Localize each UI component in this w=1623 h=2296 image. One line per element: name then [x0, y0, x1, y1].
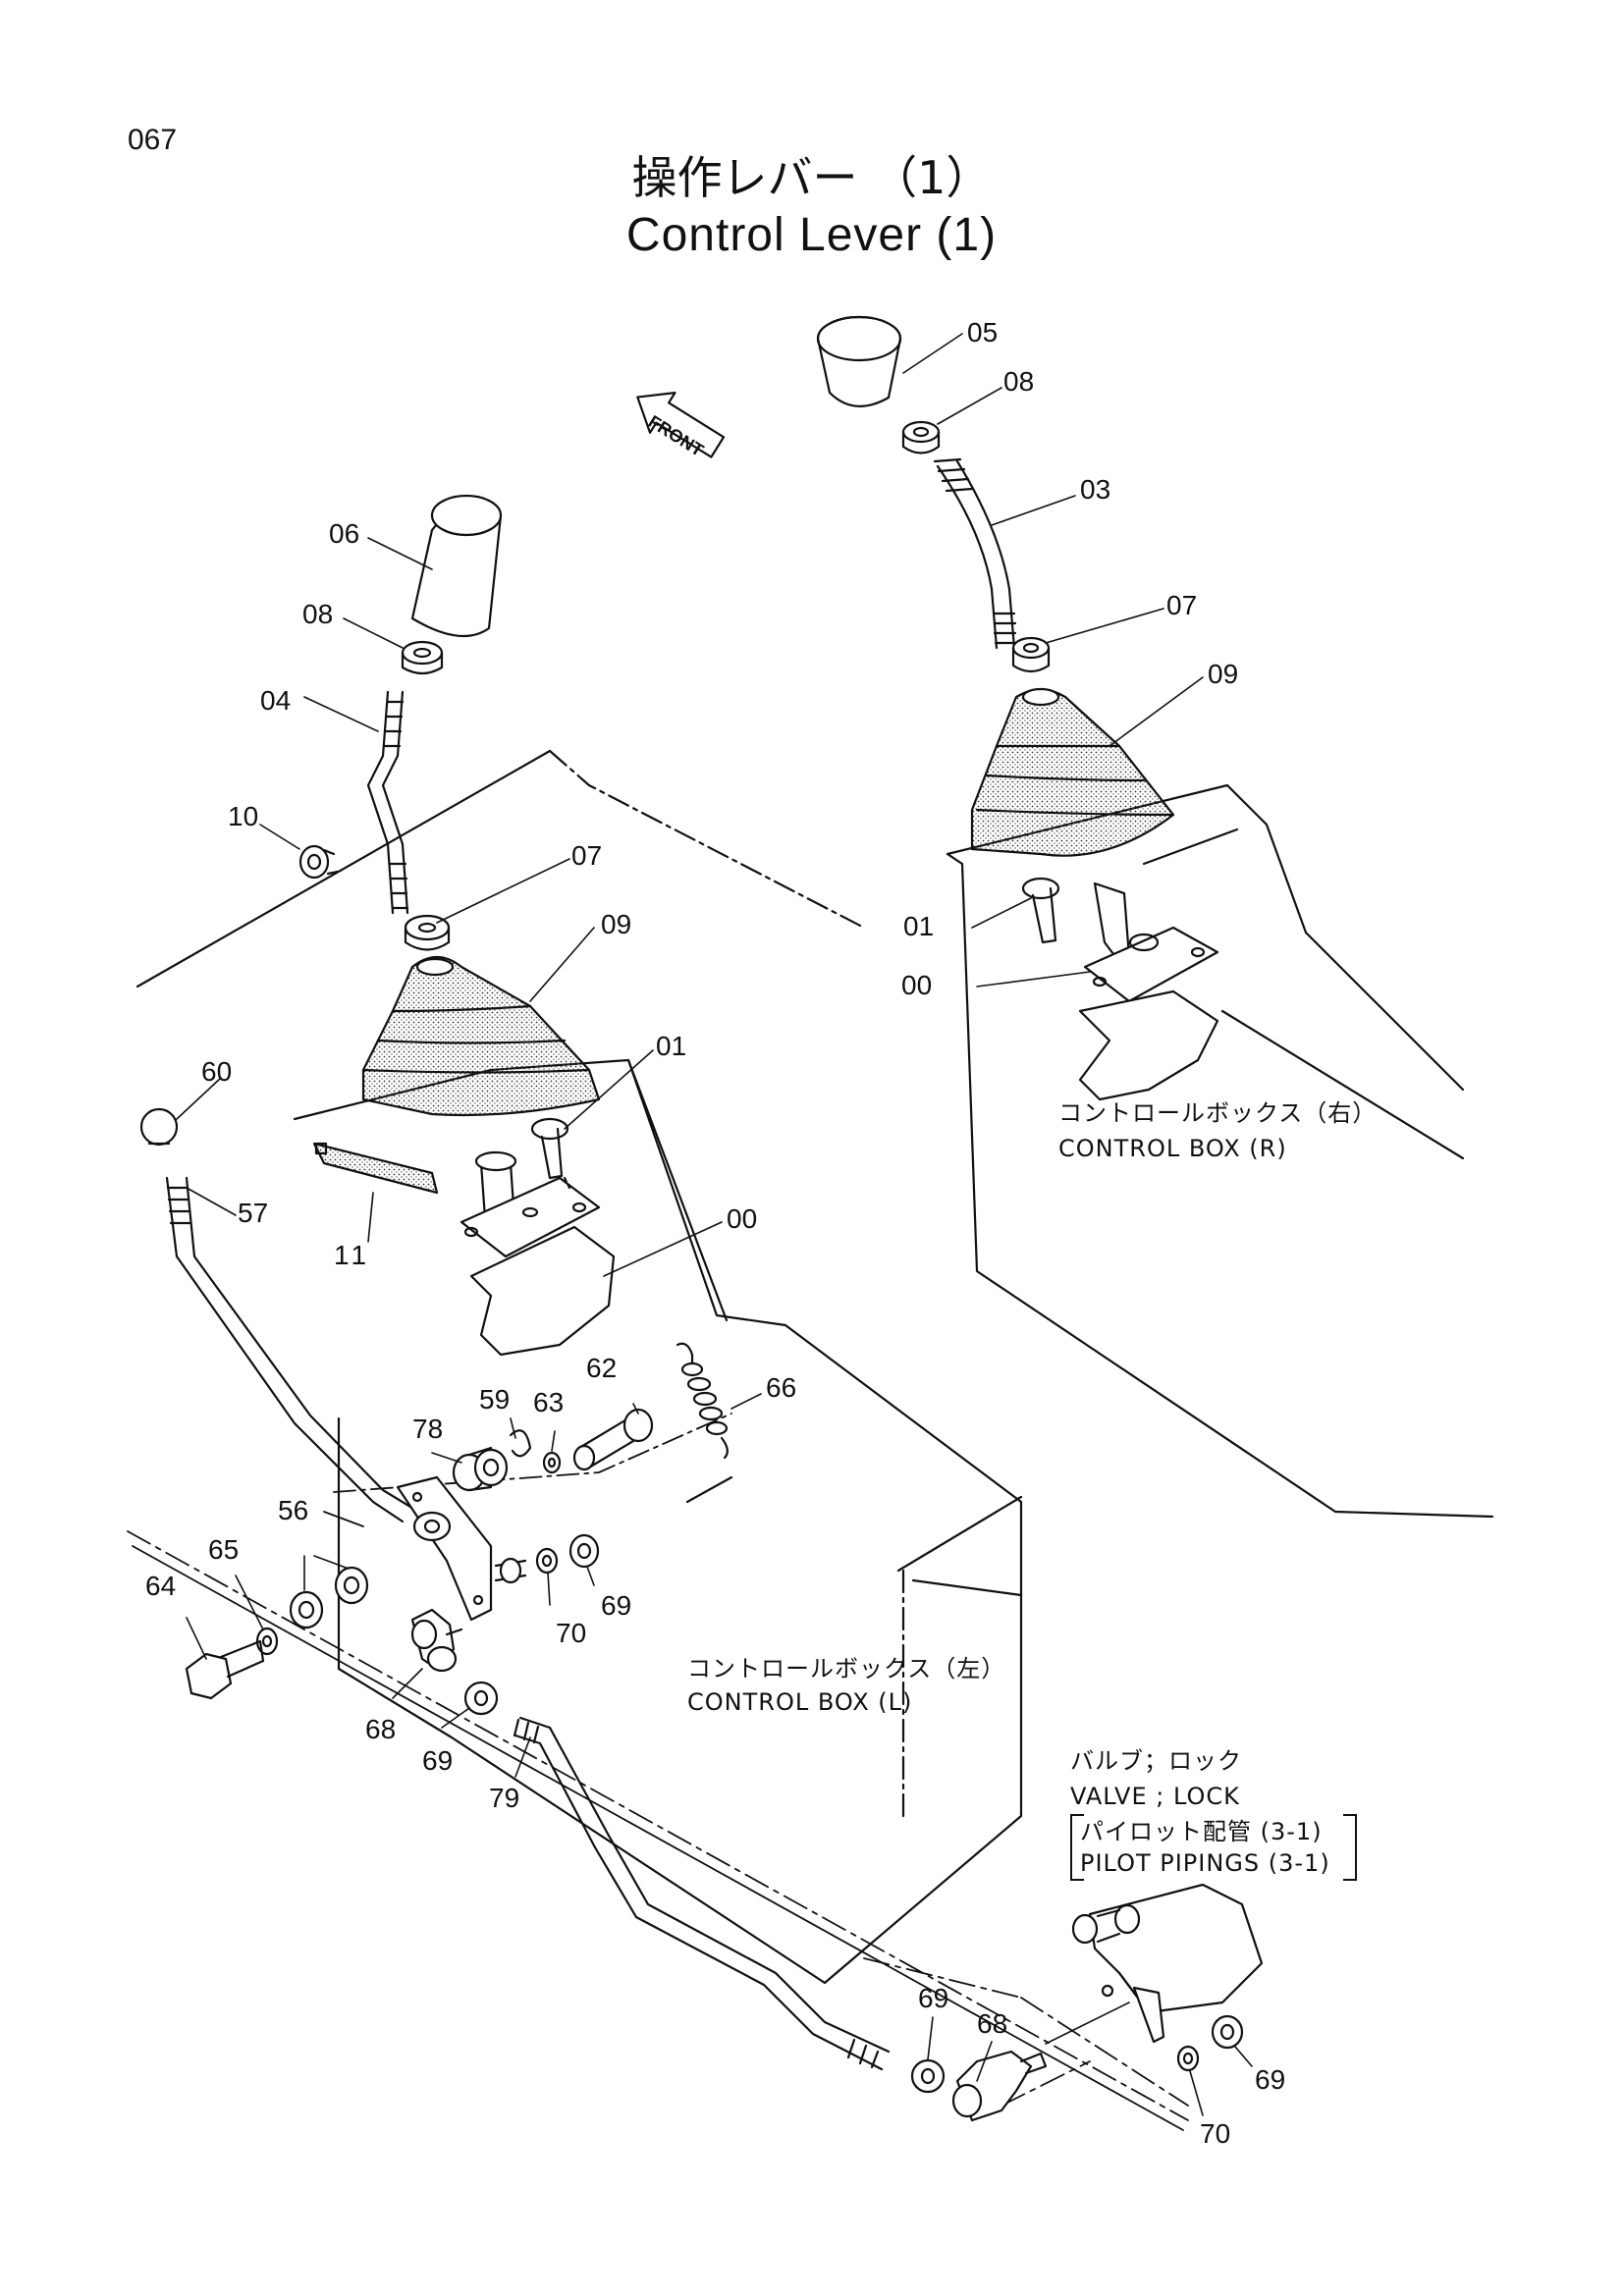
callout-69: 69 — [918, 1983, 949, 2013]
leader-lines — [176, 333, 1253, 2116]
control-box-left-label-ja: コントロールボックス（左） — [687, 1655, 1006, 1682]
lever-03 — [933, 457, 1017, 650]
callout-01: 01 — [656, 1031, 687, 1061]
pin-62 — [572, 1408, 654, 1471]
washer-70-left — [535, 1547, 559, 1575]
callout-65: 65 — [208, 1534, 240, 1565]
valve-lock-label-ja: バルブ；ロック — [1070, 1747, 1242, 1775]
callout-69: 69 — [1255, 2064, 1286, 2095]
washer-63 — [542, 1451, 562, 1474]
callout-63: 63 — [533, 1387, 565, 1417]
callout-11: 11 — [334, 1240, 371, 1270]
spacer-56 — [289, 1566, 369, 1629]
callout-69: 69 — [601, 1590, 632, 1621]
lock-lever-57 — [165, 1176, 412, 1523]
callout-59: 59 — [479, 1384, 511, 1415]
nut-08-left — [401, 640, 444, 675]
bolt-64 — [185, 1639, 265, 1700]
bolt-rod-linkage — [494, 1557, 527, 1584]
callout-68: 68 — [365, 1714, 397, 1744]
valve-lock-label-en: VALVE ; LOCK — [1070, 1783, 1240, 1810]
control-box-right-label-ja: コントロールボックス（右） — [1058, 1099, 1378, 1127]
control-box-left-label-en: CONTROL BOX (L) — [687, 1688, 913, 1716]
pipe-79 — [513, 1716, 891, 2071]
callout-08: 08 — [302, 599, 334, 629]
callout-09: 09 — [1208, 659, 1239, 689]
callout-60: 60 — [201, 1056, 233, 1087]
nut-69-pipe — [910, 2058, 946, 2094]
page-number: 067 — [128, 124, 178, 156]
lock-valve — [1071, 1883, 1264, 2044]
callout-07: 07 — [1166, 590, 1198, 620]
callout-01: 01 — [903, 911, 935, 941]
callout-57: 57 — [238, 1198, 269, 1228]
nut-69-valve — [1211, 2014, 1244, 2050]
nut-08-right — [901, 420, 941, 454]
reference-bracket-left — [1070, 1814, 1084, 1881]
callout-56: 56 — [278, 1495, 309, 1525]
callout-62: 62 — [586, 1353, 618, 1383]
lever-04 — [366, 690, 409, 915]
callout-07: 07 — [571, 840, 603, 871]
callout-79: 79 — [489, 1783, 520, 1813]
pilot-valve-00-left — [460, 1150, 616, 1357]
page-title-japanese: 操作レバー （1） — [631, 151, 992, 204]
bolt-01-right — [1021, 877, 1060, 944]
elbow-68-left — [410, 1608, 463, 1673]
linkage-plate — [396, 1475, 493, 1622]
boot-09-left — [361, 955, 601, 1117]
boot-09-right — [970, 687, 1175, 857]
callout-00: 00 — [727, 1203, 758, 1234]
pilot-piping-reference-en: PILOT PIPINGS (3-1) — [1080, 1849, 1330, 1877]
callout-68: 68 — [977, 2008, 1008, 2039]
control-box-right-label-en: CONTROL BOX (R) — [1058, 1135, 1287, 1162]
bracket-11 — [312, 1142, 439, 1195]
grommet-10 — [298, 844, 340, 880]
reference-bracket-right — [1343, 1814, 1357, 1881]
callout-66: 66 — [766, 1372, 797, 1403]
page-title-english: Control Lever (1) — [625, 209, 998, 261]
callout-78: 78 — [412, 1414, 444, 1444]
knob-05 — [816, 315, 902, 407]
ball-knob-60 — [139, 1107, 179, 1147]
pilot-valve-00-right — [1078, 881, 1219, 1101]
callout-09: 09 — [601, 909, 632, 939]
nut-07-right — [1011, 636, 1051, 673]
callout-64: 64 — [145, 1571, 177, 1601]
snap-ring-59 — [509, 1429, 532, 1458]
callout-70: 70 — [556, 1618, 587, 1648]
callout-04: 04 — [260, 685, 292, 716]
pilot-piping-reference-ja: パイロット配管 (3-1) — [1080, 1818, 1323, 1845]
washer-65 — [255, 1627, 279, 1656]
callout-70: 70 — [1200, 2118, 1231, 2149]
reference-lines — [127, 1413, 1189, 2131]
callout-05: 05 — [967, 317, 999, 347]
callout-00: 00 — [901, 970, 933, 1000]
washer-70-valve — [1176, 2045, 1200, 2072]
callout-08: 08 — [1003, 366, 1035, 397]
control-box-right-outline — [135, 749, 1494, 1519]
knob-06 — [410, 494, 503, 638]
callout-69: 69 — [422, 1745, 454, 1776]
nut-69-linkage — [568, 1533, 600, 1569]
front-arrow-icon — [636, 392, 726, 458]
callout-06: 06 — [329, 518, 360, 549]
bolt-01-left — [530, 1117, 571, 1190]
callout-03: 03 — [1080, 474, 1111, 505]
spring-66 — [676, 1342, 729, 1460]
callout-10: 10 — [228, 801, 259, 831]
elbow-68-pipe — [951, 2050, 1048, 2122]
collar-78 — [452, 1446, 509, 1492]
nut-69-elbow — [463, 1681, 499, 1716]
